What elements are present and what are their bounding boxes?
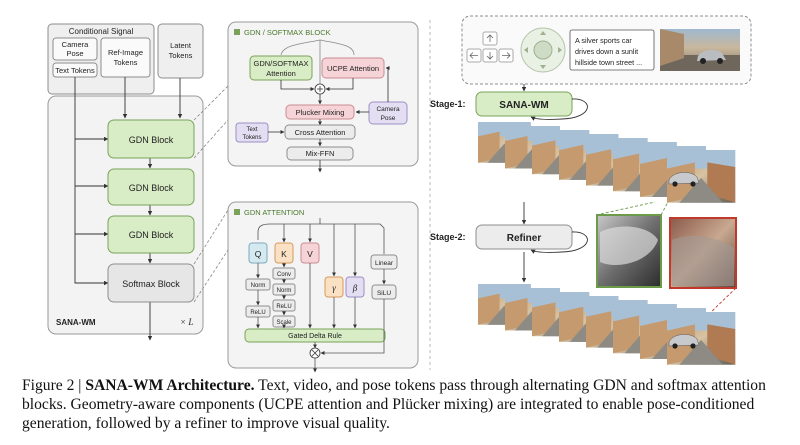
joystick-icon (520, 27, 566, 73)
v-label: V (307, 249, 313, 259)
repeat-l-label: × L (180, 317, 193, 327)
text-tokens-side-line2: Tokens (242, 135, 261, 141)
plucker-mixing-label: Plucker Mixing (296, 108, 345, 117)
text-tokens-side-line1: Text (246, 127, 257, 133)
gdn-softmax-panel-frame (227, 21, 419, 167)
gamma-label: γ (332, 283, 336, 293)
stage1-label: Stage-1: (430, 99, 466, 109)
latent-tokens-line1: Latent (170, 41, 192, 50)
gdn-softmax-attention-line1: GDN/SOFTMAX (253, 59, 308, 68)
k-conv-label: Conv (277, 272, 291, 278)
stage2-loop-arrow (530, 231, 588, 254)
q-norm-label: Norm (251, 283, 266, 289)
camera-pose-side-line2: Pose (381, 115, 396, 122)
gdn-softmax-panel: GDN / SOFTMAX BLOCK GDN/SOFTMAX Attentio… (227, 21, 419, 173)
prompt-line2: drives down a sunlit (575, 47, 638, 56)
text-tokens-label: Text Tokens (55, 66, 95, 75)
gdn-attention-title-marker (234, 209, 240, 215)
ucpe-attention-label: UCPE Attention (327, 64, 379, 73)
zoom-crop-stage1 (596, 214, 662, 288)
stage1-box (475, 91, 573, 117)
arrow-keys-icon (466, 31, 514, 63)
gdn-softmax-title-marker (234, 29, 240, 35)
stage2-label: Stage-2: (430, 232, 466, 242)
softmax-block-label: Softmax Block (122, 279, 180, 289)
reference-image (660, 29, 740, 71)
cross-attention-label: Cross Attention (295, 128, 346, 137)
stage1-car (668, 172, 700, 187)
gdn-attention-title: GDN ATTENTION (244, 208, 304, 217)
stage2-box (475, 224, 573, 250)
camera-pose-label-line2: Pose (66, 49, 83, 58)
stage2-car (668, 334, 700, 349)
gdn-block-2-label: GDN Block (129, 183, 174, 193)
caption-title: SANA-WM Architecture. (85, 377, 255, 394)
gdn-attention-panel: GDN ATTENTION Q K V γ β Linear SiLU Norm… (227, 201, 419, 373)
conditional-signal-label: Conditional Signal (69, 27, 134, 36)
q-label: Q (255, 249, 262, 259)
silu-label: SiLU (377, 290, 391, 297)
ref-image-tokens-box (100, 37, 151, 78)
beta-label: β (352, 283, 358, 293)
gdn-block-1 (107, 119, 195, 159)
k-label: K (281, 249, 287, 259)
camera-pose-box (52, 37, 98, 61)
gated-delta-rule-label: Gated Delta Rule (288, 333, 342, 340)
stage1-loop-arrow (530, 98, 588, 121)
gdn-block-3-label: GDN Block (129, 230, 174, 240)
ref-image-tokens-line1: Ref-Image (108, 48, 143, 57)
figure-caption: Figure 2 | SANA-WM Architecture. Text, v… (22, 376, 782, 433)
stage2-box-label: Refiner (507, 233, 542, 244)
camera-pose-label-line1: Camera (62, 40, 90, 49)
architecture-diagram: Conditional Signal Camera Pose Text Toke… (47, 15, 752, 373)
zoom-crop-stage2 (669, 217, 737, 289)
gdn-block-3 (107, 215, 195, 254)
k-relu-label: ReLU (276, 304, 291, 310)
text-tokens-side-box (235, 122, 269, 143)
right-panel: A silver sports car drives down a sunlit… (430, 15, 752, 365)
gdn-softmax-attention-line2: Attention (266, 69, 296, 78)
stage1-frames (478, 122, 736, 203)
ref-image-tokens-line2: Tokens (114, 58, 138, 67)
gdn-block-2 (107, 168, 195, 206)
latent-tokens-box (157, 23, 204, 79)
softmax-block (107, 263, 195, 303)
stage1-box-label: SANA-WM (499, 100, 548, 111)
caption-text: Text, video, and pose tokens pass throug… (22, 377, 766, 432)
gdn-softmax-title: GDN / SOFTMAX BLOCK (244, 28, 331, 37)
left-panel: Conditional Signal Camera Pose Text Toke… (47, 23, 229, 341)
camera-pose-side-line1: Camera (376, 106, 400, 113)
stage2-frames (478, 284, 736, 365)
q-relu-label: ReLU (250, 310, 265, 316)
prompt-line3: hillside town street ... (575, 58, 642, 67)
k-norm-label: Norm (277, 288, 292, 294)
caption-figure-label: Figure 2 | (22, 377, 86, 394)
mix-ffn-label: Mix-FFN (306, 149, 335, 158)
latent-tokens-line2: Tokens (169, 51, 193, 60)
linear-label: Linear (375, 260, 394, 267)
gdn-block-1-label: GDN Block (129, 135, 174, 145)
prompt-box (569, 29, 655, 71)
prompt-line1: A silver sports car (575, 36, 632, 45)
k-scale-label: Scale (276, 320, 292, 326)
sana-wm-label: SANA-WM (56, 318, 96, 327)
